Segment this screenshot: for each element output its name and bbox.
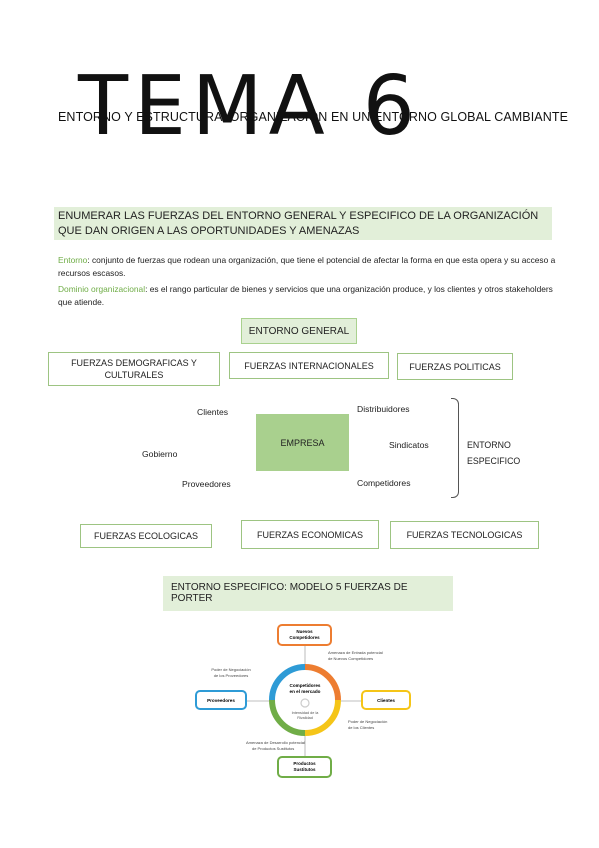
label-competidores: Competidores [357,478,411,488]
label-proveedores: Proveedores [182,479,231,489]
proveedores-label: Proveedores [207,698,235,703]
rivalry-icon [300,698,310,708]
intensidad-2: Rivalidad [297,716,313,720]
fuerzas-internacionales-box: FUERZAS INTERNACIONALES [229,352,389,379]
amenaza-sust-2: de Productos Sustitutos [252,746,294,751]
amenaza-entrada-1: Amenaza de Entrada potencial [328,650,383,655]
definition-dominio: Dominio organizacional: es el rango part… [58,283,558,309]
term-entorno: Entorno [58,255,88,265]
label-distribuidores: Distribuidores [357,404,410,414]
poder-prov-1: Poder de Negociación [211,667,250,672]
amenaza-entrada-2: de Nuevos Competidores [328,656,373,661]
page-subtitle: ENTORNO Y ESTRUCTURA. ORGANIZACIÓN EN UN… [58,110,569,124]
dominio-text: : es el rango particular de bienes y ser… [58,284,553,307]
centro-2: en el mercado [290,689,321,694]
fuerzas-tecnologicas-box: FUERZAS TECNOLOGICAS [390,521,539,549]
porter-title: ENTORNO ESPECIFICO: MODELO 5 FUERZAS DE … [163,576,453,611]
definition-entorno: Entorno: conjunto de fuerzas que rodean … [58,254,558,280]
amenaza-sust-1: Amenaza de Desarrollo potencial [246,740,305,745]
empresa-box: EMPRESA [256,414,349,471]
fuerzas-politicas-box: FUERZAS POLITICAS [397,353,513,380]
fuerzas-ecologicas-box: FUERZAS ECOLOGICAS [80,524,212,548]
centro-1: Competidores [290,683,321,688]
nuevos-1: Nuevos [296,629,313,634]
sustitutos-2: Sustitutos [294,767,316,772]
porter-diagram: Competidores en el mercado Intensidad de… [195,624,411,778]
clientes-label: Clientes [377,698,395,703]
label-entorno-especifico: ENTORNO ESPECIFICO [467,440,521,466]
box-productos-sustitutos [277,756,332,778]
intensidad-1: Intensidad de la [292,711,320,715]
fuerzas-demograficas-box: FUERZAS DEMOGRAFICAS Y CULTURALES [48,352,220,386]
box-clientes [361,690,411,710]
poder-prov-2: de los Proveedores [214,673,248,678]
fuerzas-economicas-box: FUERZAS ECONOMICAS [241,520,379,549]
section-heading-fuerzas: ENUMERAR LAS FUERZAS DEL ENTORNO GENERAL… [54,207,552,240]
label-gobierno: Gobierno [142,449,178,459]
nuevos-2: Competidores [289,635,320,640]
ring-green [269,699,306,736]
box-proveedores [195,690,247,710]
ring-center [276,671,334,729]
entorno-especifico-bracket [451,398,459,498]
ring-blue [269,664,306,701]
ring-orange [304,664,341,701]
ring-yellow [304,699,341,736]
label-sindicatos: Sindicatos [389,440,429,450]
poder-cli-1: Poder de Negociación [348,719,387,724]
term-dominio: Dominio organizacional [58,284,146,294]
entorno-text: : conjunto de fuerzas que rodean una org… [58,255,556,278]
sustitutos-1: Productos [293,761,316,766]
tema-big-title: TEMA 6 [78,59,421,154]
poder-cli-2: de los Clientes [348,725,374,730]
box-nuevos-competidores [277,624,332,646]
label-clientes: Clientes [197,407,229,417]
entorno-general-box: ENTORNO GENERAL [241,318,357,344]
